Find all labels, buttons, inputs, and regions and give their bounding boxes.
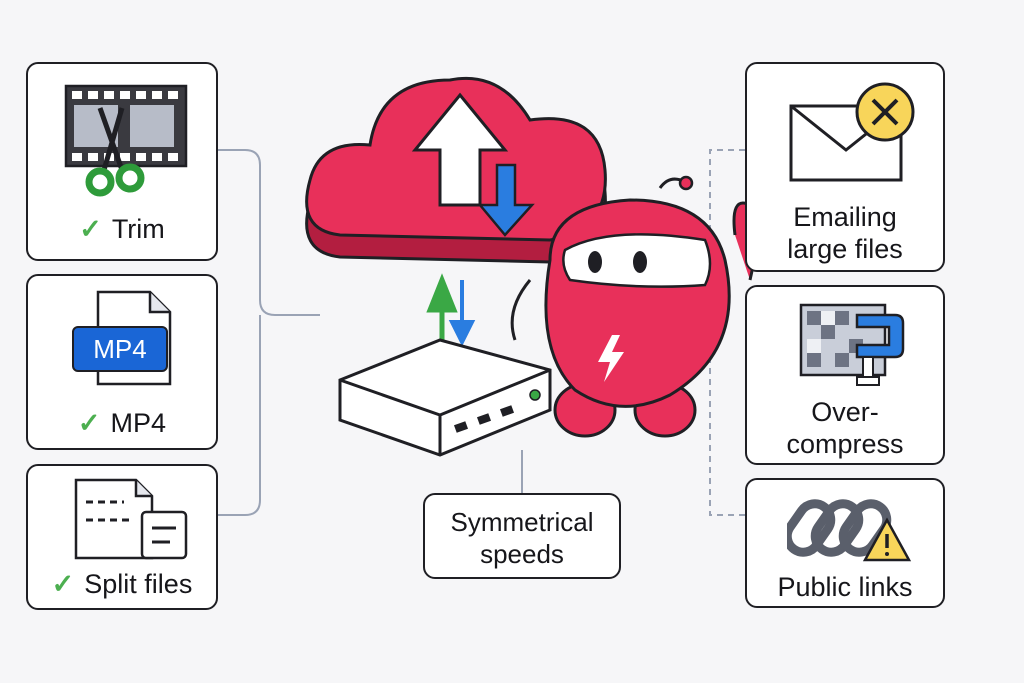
router-illustration <box>338 273 552 457</box>
upload-arrow-icon <box>411 92 509 207</box>
envelope-cross-icon <box>787 78 917 188</box>
lightning-icon <box>598 335 624 382</box>
download-arrow-icon <box>477 163 535 237</box>
card-mp4[interactable]: MP4 ✓ MP4 <box>26 274 218 450</box>
card-trim[interactable]: ✓ Trim <box>26 62 218 261</box>
check-icon: ✓ <box>51 569 75 599</box>
chain-link-warning-icon <box>787 488 917 568</box>
mp4-label: MP4 <box>110 408 167 438</box>
film-scissors-icon <box>60 78 190 198</box>
symmetrical-speeds-box: Symmetrical speeds <box>423 493 621 579</box>
public-links-label: Public links <box>777 572 913 602</box>
card-emailing-large-files[interactable]: Emailing large files <box>745 62 945 272</box>
overcompress-line1: Over- <box>811 397 879 427</box>
card-public-links[interactable]: Public links <box>745 478 945 608</box>
check-icon: ✓ <box>79 214 102 244</box>
mascot-robot-illustration <box>510 175 759 438</box>
pixelated-clamp-icon <box>797 301 907 391</box>
symmetrical-line2: speeds <box>480 539 564 569</box>
blue-down-arrow-icon <box>448 280 476 347</box>
split-files-label: Split files <box>84 569 193 599</box>
mp4-label-row: ✓ MP4 <box>28 408 216 439</box>
emailing-line1: Emailing <box>793 202 897 232</box>
split-files-icon <box>72 478 192 562</box>
split-label-row: ✓ Split files <box>28 569 216 600</box>
card-split-files[interactable]: ✓ Split files <box>26 464 218 610</box>
cloud-upload-illustration <box>305 76 607 264</box>
left-bracket <box>218 149 320 516</box>
trim-label: Trim <box>111 214 165 244</box>
overcompress-line2: compress <box>786 429 904 459</box>
card-over-compress[interactable]: Over- compress <box>745 285 945 465</box>
check-icon: ✓ <box>77 408 101 438</box>
trim-label-row: ✓ Trim <box>28 214 216 245</box>
mp4-badge: MP4 <box>72 326 168 372</box>
emailing-line2: large files <box>787 234 903 264</box>
symmetrical-line1: Symmetrical <box>450 507 594 537</box>
